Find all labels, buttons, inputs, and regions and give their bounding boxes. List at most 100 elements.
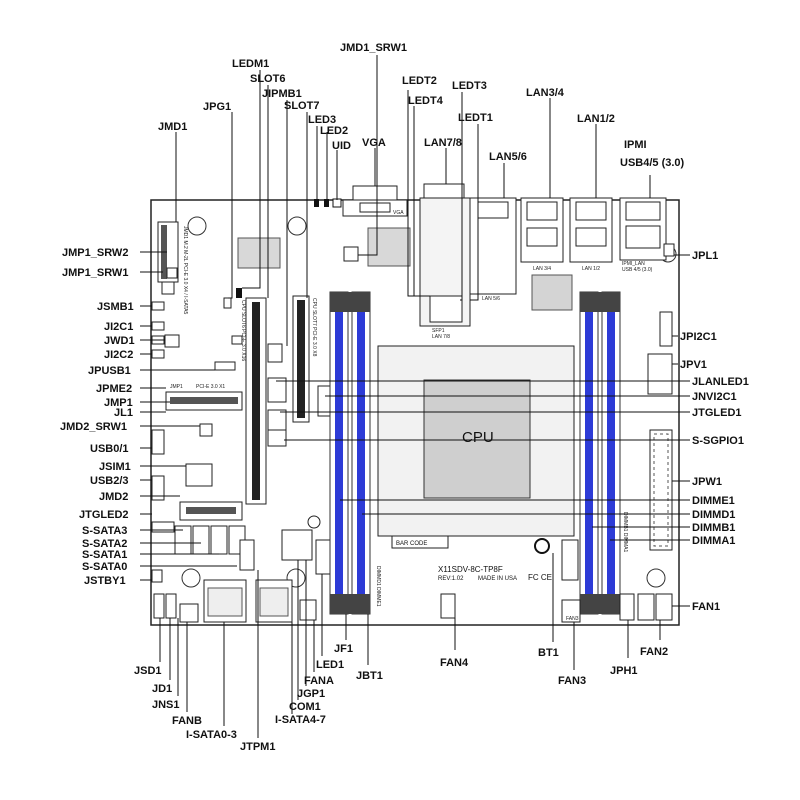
label-lan34: LAN3/4 <box>526 87 565 99</box>
label-ipmi: IPMI <box>624 139 647 151</box>
label-fanb: FANB <box>172 715 202 727</box>
label-jpusb1: JPUSB1 <box>88 365 131 377</box>
jpi2c1-header <box>659 311 673 347</box>
ipmi-usb-connector: IPMI_LAN USB 4/5 (3.0) <box>619 197 667 273</box>
jmd2-srw1-standoff <box>199 423 213 437</box>
jmp1-mini-pcie-slot: JMP1 PCI-E 3.0 X1 <box>165 384 243 411</box>
label-jsmb1: JSMB1 <box>97 301 134 313</box>
label-dimmb1: DIMMB1 <box>692 522 735 534</box>
label-lan12: LAN1/2 <box>577 113 615 125</box>
vga-connector: VGA <box>342 185 408 217</box>
label-jbt1: JBT1 <box>356 670 383 682</box>
mounting-hole <box>187 216 207 236</box>
label-jwd1: JWD1 <box>104 335 135 347</box>
dimm-left-silk: DIMMD1 DIMME1 <box>375 566 381 607</box>
jbt1-jumper <box>307 515 321 529</box>
label-jgp1: JGP1 <box>297 688 325 700</box>
cpu-socket: CPU <box>377 345 575 537</box>
label-ledm1: LEDM1 <box>232 58 269 70</box>
label-jtpm1: JTPM1 <box>240 741 275 753</box>
label-uid: UID <box>332 140 351 152</box>
label-slot7: SLOT7 <box>284 100 319 112</box>
lan56-connector: LAN 5/6 <box>469 197 517 302</box>
label-usb23: USB2/3 <box>90 475 129 487</box>
bar-code-box <box>391 535 449 549</box>
label-ji2c2: JI2C2 <box>104 349 133 361</box>
label-fan4: FAN4 <box>440 657 469 669</box>
label-ledt2: LEDT2 <box>402 75 437 87</box>
label-jsim1: JSIM1 <box>99 461 131 473</box>
label-jph1: JPH1 <box>610 665 638 677</box>
label-dimma1: DIMMA1 <box>692 535 735 547</box>
ipmi-lan-silk: IPMI_LAN <box>622 261 645 267</box>
led3-component <box>314 199 319 207</box>
label-jmp1: JMP1 <box>104 397 133 409</box>
dimm-right-silk: DIMMB1 DIMMA1 <box>622 512 628 553</box>
label-jmd2: JMD2 <box>99 491 128 503</box>
jmp1-srw2-standoff <box>166 267 178 279</box>
vga-silk: VGA <box>393 210 404 216</box>
label-s-sata2: S-SATA2 <box>82 538 127 550</box>
jstby1-header <box>151 569 163 583</box>
fan3-silk: FAN3 <box>566 616 579 622</box>
label-led1: LED1 <box>316 659 344 671</box>
lan12-silk: LAN 1/2 <box>582 266 600 272</box>
cpu-label: CPU <box>462 429 494 446</box>
fan-headers <box>440 593 673 623</box>
label-s-sata3: S-SATA3 <box>82 525 127 537</box>
label-dimme1: DIMME1 <box>692 495 735 507</box>
ce-mark: FC CE <box>528 573 552 582</box>
label-s-sgpio1: S-SGPIO1 <box>692 435 744 447</box>
lan12-connector: LAN 1/2 <box>569 197 613 272</box>
jsim1-slot <box>185 463 213 487</box>
label-vga: VGA <box>362 137 386 149</box>
mounting-hole <box>646 568 666 588</box>
label-ledt1: LEDT1 <box>458 112 493 124</box>
label-fan3: FAN3 <box>558 675 586 687</box>
jpl1-jumper <box>663 243 675 257</box>
label-s-sata0: S-SATA0 <box>82 561 127 573</box>
mounting-hole <box>181 568 201 588</box>
label-jf1: JF1 <box>334 643 353 655</box>
lan78-silk: LAN 7/8 <box>432 334 450 340</box>
pcie-x1-silk: PCI-E 3.0 X1 <box>196 384 225 390</box>
usb23-header <box>151 475 165 501</box>
label-jstby1: JSTBY1 <box>84 575 126 587</box>
ledm1-component <box>236 288 242 298</box>
label-dimmd1: DIMMD1 <box>692 509 735 521</box>
pch-chip <box>237 237 281 269</box>
leader-lines <box>140 55 690 738</box>
slot-area-headers <box>267 343 333 447</box>
jmp1-srw-header <box>231 335 243 345</box>
jmp1-silk: JMP1 <box>170 384 183 390</box>
label-jnvi2c1: JNVI2C1 <box>692 391 737 403</box>
jmd1-srw1-standoff <box>343 246 359 262</box>
label-lan78: LAN7/8 <box>424 137 462 149</box>
label-jns1: JNS1 <box>152 699 180 711</box>
jtpm1-header <box>239 539 255 571</box>
label-jmd1: JMD1 <box>158 121 187 133</box>
label-jtgled1: JTGLED1 <box>692 407 742 419</box>
com-jgp-headers <box>281 529 331 621</box>
label-led3: LED3 <box>308 114 336 126</box>
label-jsd1: JSD1 <box>134 665 162 677</box>
bar-code-text: BAR CODE <box>396 541 427 547</box>
label-usb01: USB0/1 <box>90 443 129 455</box>
i-sata4-7-connector <box>255 579 293 623</box>
label-fan1: FAN1 <box>692 601 720 613</box>
jmd2-m2-slot <box>179 501 243 521</box>
jpusb1-header <box>214 361 236 371</box>
label-jpl1: JPL1 <box>692 250 718 262</box>
jmp1-srw1-standoff <box>161 281 175 295</box>
lan-controller-chip <box>531 274 573 311</box>
jpw1-power-connector <box>649 429 673 551</box>
bt1-battery <box>534 538 550 554</box>
label-jlanled1: JLANLED1 <box>692 376 749 388</box>
led2-component <box>324 199 329 207</box>
label-jmp1-srw1: JMP1_SRW1 <box>62 267 128 279</box>
label-i-sata0-3: I-SATA0-3 <box>186 729 237 741</box>
label-jtgled2: JTGLED2 <box>79 509 129 521</box>
label-fan2: FAN2 <box>640 646 668 658</box>
label-i-sata4-7: I-SATA4-7 <box>275 714 326 726</box>
